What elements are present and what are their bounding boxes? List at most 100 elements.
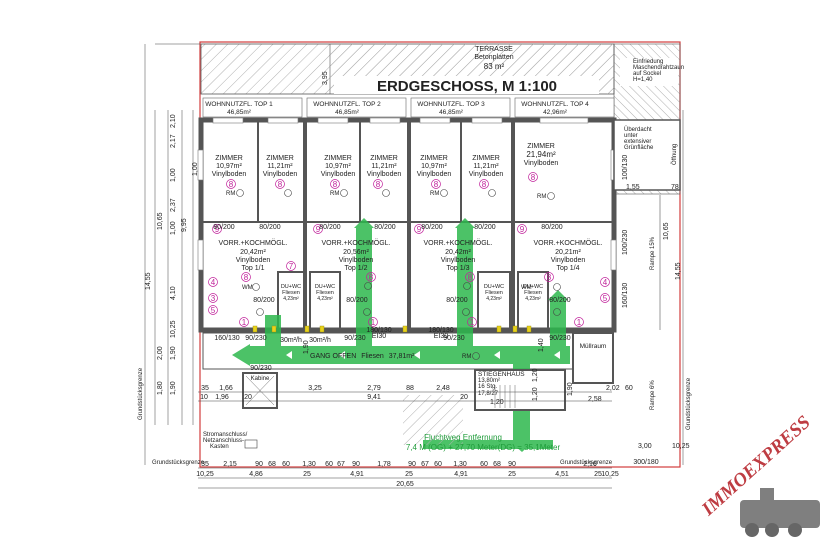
muellraum-room bbox=[572, 332, 614, 384]
svg-text:8: 8 bbox=[229, 180, 234, 189]
svg-text:20,21m²: 20,21m² bbox=[555, 249, 581, 256]
svg-text:67: 67 bbox=[337, 461, 345, 468]
stair-dims: 1,20 1,20 1,40 1,20 1,90 bbox=[303, 338, 545, 406]
svg-text:60: 60 bbox=[434, 461, 442, 468]
svg-text:8: 8 bbox=[369, 273, 374, 282]
power-note-2: Netzanschluss- bbox=[203, 438, 244, 444]
svg-text:100/130: 100/130 bbox=[622, 155, 629, 180]
svg-text:5: 5 bbox=[603, 294, 608, 303]
svg-text:8: 8 bbox=[434, 180, 439, 189]
left-dims: 2,10 2,17 1,00 1,00 2,37 1,00 9,95 10,65… bbox=[145, 114, 199, 395]
svg-text:10,97m²: 10,97m² bbox=[216, 163, 242, 170]
svg-text:2,15: 2,15 bbox=[223, 461, 237, 468]
svg-text:90/230: 90/230 bbox=[344, 335, 366, 342]
svg-text:1,00: 1,00 bbox=[170, 168, 177, 182]
svg-text:68: 68 bbox=[493, 461, 501, 468]
svg-text:80/200: 80/200 bbox=[421, 224, 443, 231]
svg-text:80/200: 80/200 bbox=[253, 297, 275, 304]
rm-label-2: RM bbox=[330, 191, 339, 197]
svg-text:1: 1 bbox=[577, 318, 582, 327]
svg-text:Vinylboden: Vinylboden bbox=[367, 171, 402, 178]
svg-text:100/230: 100/230 bbox=[622, 230, 629, 255]
svg-text:Vinylboden: Vinylboden bbox=[551, 257, 586, 264]
svg-text:160/130: 160/130 bbox=[214, 335, 239, 342]
escape-route-arrows bbox=[286, 351, 560, 359]
svg-text:EI30: EI30 bbox=[372, 333, 387, 340]
power-note-3: Kasten bbox=[210, 444, 229, 450]
svg-text:1,78: 1,78 bbox=[377, 461, 391, 468]
svg-text:60: 60 bbox=[282, 461, 290, 468]
svg-text:2,02: 2,02 bbox=[606, 385, 620, 392]
svg-text:Vinylboden: Vinylboden bbox=[321, 171, 356, 178]
roof-note-4: Grünfläche bbox=[624, 145, 654, 151]
stair-steps bbox=[494, 385, 516, 408]
svg-text:9,41: 9,41 bbox=[367, 394, 381, 401]
unit3-rooms: ZIMMER 10,97m² Vinylboden ZIMMER 11,21m²… bbox=[417, 155, 504, 302]
unit1-header: WOHNNUTZFL. TOP 1 bbox=[205, 101, 273, 108]
svg-text:90/230: 90/230 bbox=[443, 335, 465, 342]
svg-text:20,42m²: 20,42m² bbox=[240, 249, 266, 256]
svg-text:4,23m²: 4,23m² bbox=[283, 296, 299, 302]
svg-text:9: 9 bbox=[316, 225, 321, 234]
bottom-dims-row2: 10 1,96 20 9,41 20 bbox=[200, 394, 468, 401]
rm-label-1: RM bbox=[226, 191, 235, 197]
corridor-label: GANG OFFEN Fliesen 37,81m² bbox=[310, 353, 415, 360]
svg-text:2,10: 2,10 bbox=[170, 114, 177, 128]
svg-text:8: 8 bbox=[482, 180, 487, 189]
svg-text:2,79: 2,79 bbox=[367, 385, 381, 392]
svg-text:25: 25 bbox=[405, 471, 413, 478]
svg-text:1,90: 1,90 bbox=[170, 346, 177, 360]
svg-text:11,21m²: 11,21m² bbox=[371, 163, 397, 170]
svg-text:90: 90 bbox=[508, 461, 516, 468]
svg-text:3,00: 3,00 bbox=[638, 443, 652, 450]
page-title: ERDGESCHOSS, M 1:100 bbox=[377, 78, 557, 95]
svg-text:1,55: 1,55 bbox=[626, 184, 640, 191]
svg-text:1,00: 1,00 bbox=[170, 221, 177, 235]
svg-text:4,51: 4,51 bbox=[555, 471, 569, 478]
svg-text:90: 90 bbox=[408, 461, 416, 468]
corridor-name: GANG OFFEN bbox=[310, 353, 356, 360]
locomotive-icon bbox=[740, 488, 820, 537]
svg-text:Vinylboden: Vinylboden bbox=[236, 257, 271, 264]
svg-text:4,10: 4,10 bbox=[170, 286, 177, 300]
svg-text:60: 60 bbox=[325, 461, 333, 468]
svg-text:3,25: 3,25 bbox=[308, 385, 322, 392]
terrace-area-label: 83 m² bbox=[484, 62, 505, 71]
svg-text:14,55: 14,55 bbox=[145, 272, 152, 290]
svg-text:9,95: 9,95 bbox=[181, 218, 188, 232]
power-note-1: Stromanschluss/ bbox=[203, 432, 248, 438]
svg-text:10,65: 10,65 bbox=[663, 222, 670, 240]
gate-size: 300/180 bbox=[633, 459, 658, 466]
svg-text:1: 1 bbox=[470, 318, 475, 327]
roof-note-2: unter bbox=[624, 133, 638, 139]
unit3-area: 46,85m² bbox=[439, 109, 464, 116]
svg-text:Vinylboden: Vinylboden bbox=[441, 257, 476, 264]
svg-text:35: 35 bbox=[201, 385, 209, 392]
svg-text:11,21m²: 11,21m² bbox=[267, 163, 293, 170]
svg-text:10,25: 10,25 bbox=[672, 443, 690, 450]
svg-text:4,23m²: 4,23m² bbox=[317, 296, 333, 302]
boundary-right: Grundstücksgrenze bbox=[686, 377, 692, 430]
svg-text:25: 25 bbox=[594, 471, 602, 478]
svg-text:80/200: 80/200 bbox=[374, 224, 396, 231]
unit2-rooms: ZIMMER 10,97m² Vinylboden ZIMMER 11,21m²… bbox=[315, 155, 402, 302]
svg-text:14,55: 14,55 bbox=[675, 262, 682, 280]
bottom-dims-row1: 35 1,66 3,25 2,79 88 2,48 bbox=[201, 385, 450, 392]
svg-text:10,25: 10,25 bbox=[170, 320, 177, 338]
svg-text:1,40: 1,40 bbox=[538, 338, 545, 352]
svg-text:1,90: 1,90 bbox=[170, 381, 177, 395]
svg-text:9: 9 bbox=[520, 225, 525, 234]
svg-text:5: 5 bbox=[211, 306, 216, 315]
svg-text:35: 35 bbox=[201, 461, 209, 468]
svg-text:8: 8 bbox=[531, 173, 536, 182]
fence-note-4: H=1,40 bbox=[633, 77, 653, 83]
annex bbox=[613, 119, 681, 191]
unit1-rooms: ZIMMER 10,97m² Vinylboden ZIMMER 11,21m²… bbox=[212, 155, 301, 302]
svg-text:25: 25 bbox=[303, 471, 311, 478]
unit-headers bbox=[202, 97, 615, 118]
svg-text:Top 1/1: Top 1/1 bbox=[242, 265, 265, 272]
bottom-dimension-lines bbox=[198, 391, 612, 489]
lift-label: Kabine bbox=[251, 376, 270, 382]
svg-text:80/200: 80/200 bbox=[319, 224, 341, 231]
svg-text:2,37: 2,37 bbox=[170, 198, 177, 212]
